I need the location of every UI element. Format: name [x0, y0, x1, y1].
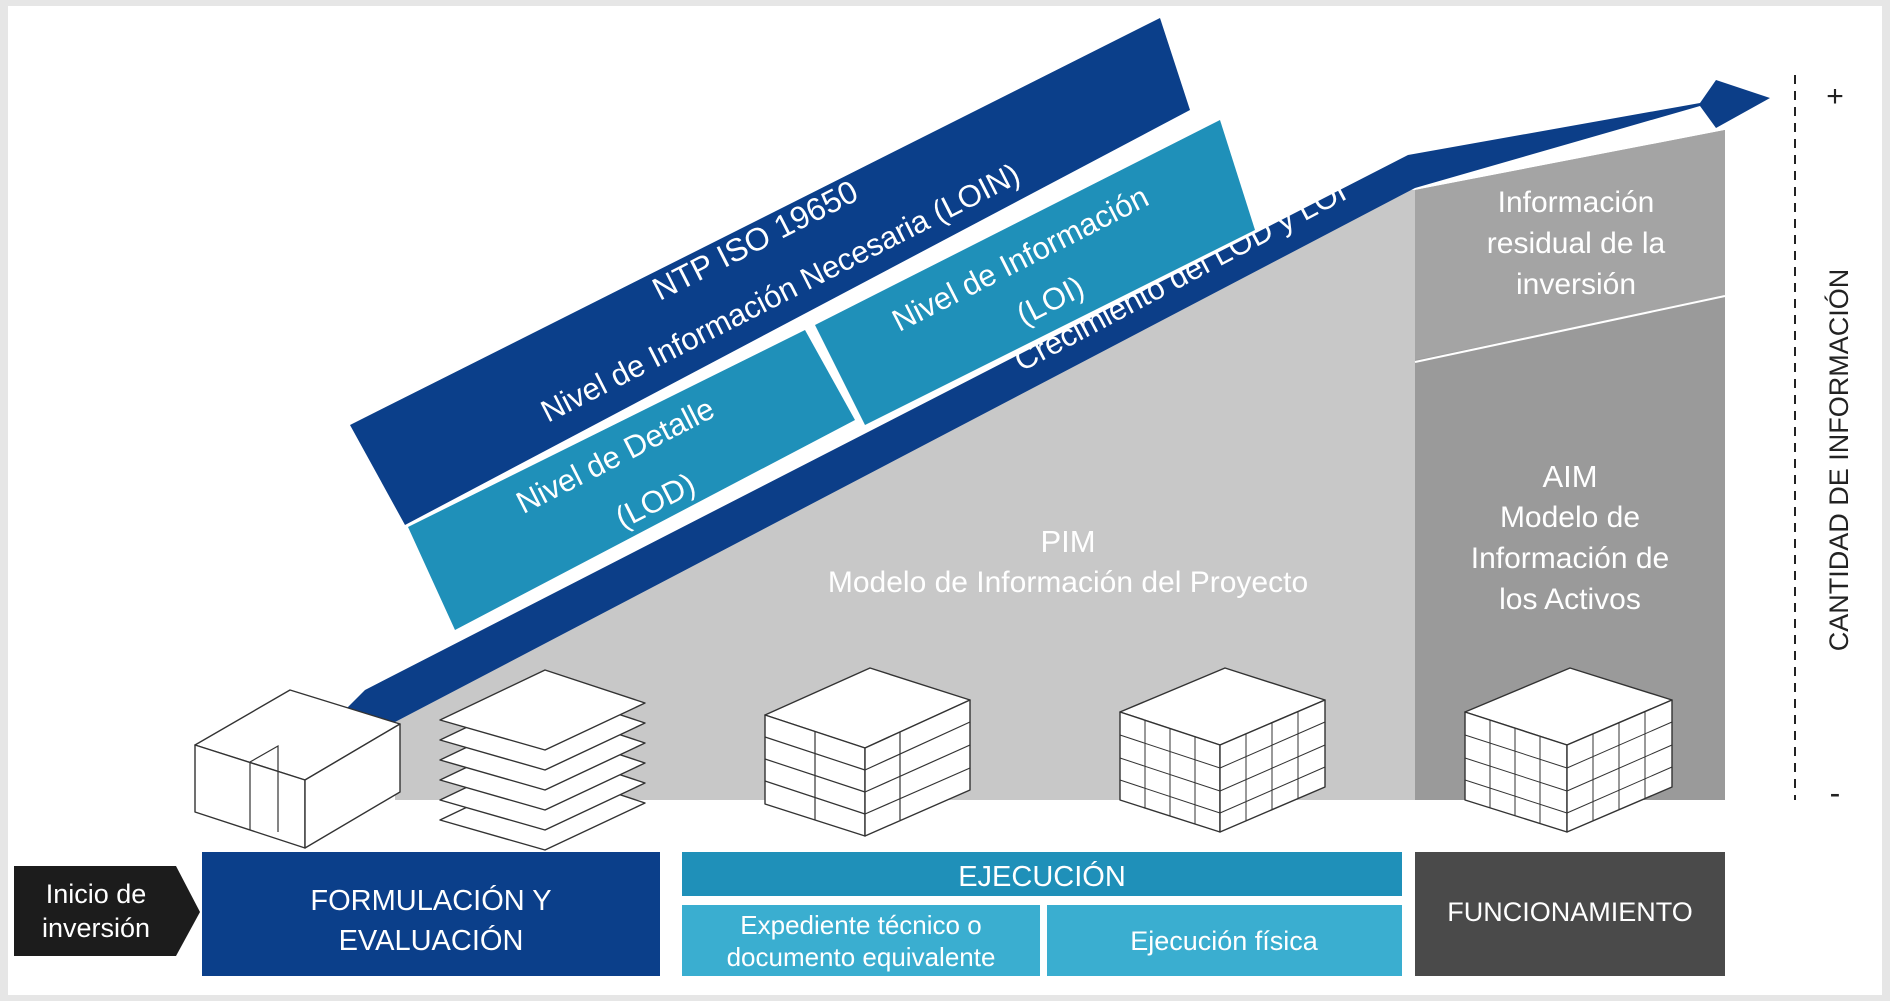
expediente-line2: documento equivalente [727, 942, 996, 972]
residual-line2: residual de la [1487, 227, 1666, 260]
axis-plus: + [1826, 80, 1844, 113]
building-complete-icon [1464, 667, 1673, 833]
aim-line1: Modelo de [1500, 501, 1640, 534]
phase-funcionamiento: FUNCIONAMIENTO [1415, 852, 1725, 976]
start-line2: inversión [42, 913, 150, 943]
aim-title: AIM [1542, 459, 1597, 494]
pim-subtitle: Modelo de Información del Proyecto [828, 566, 1308, 599]
start-label-box: Inicio de inversión [14, 866, 200, 956]
funcionamiento-title: FUNCIONAMIENTO [1447, 897, 1693, 927]
pim-title: PIM [1040, 524, 1095, 559]
residual-divider [1414, 295, 1726, 363]
aim-line3: los Activos [1499, 583, 1641, 616]
building-block-icon [194, 689, 401, 849]
formulacion-line1: FORMULACIÓN Y [310, 884, 551, 917]
formulacion-line2: EVALUACIÓN [339, 924, 524, 957]
pim-wedge [395, 190, 1415, 800]
ejecucion-fisica: Ejecución física [1130, 926, 1319, 956]
residual-region [1415, 130, 1725, 360]
residual-line3: inversión [1516, 268, 1636, 301]
axis-minus: - [1830, 775, 1841, 811]
building-frame-icon [764, 667, 971, 837]
stacked-floors-icon [439, 669, 646, 851]
ejecucion-title: EJECUCIÓN [958, 860, 1126, 893]
axis-label: CANTIDAD DE INFORMACIÓN [1823, 269, 1854, 652]
start-line1: Inicio de [46, 879, 147, 909]
phase-formulacion: FORMULACIÓN Y EVALUACIÓN [202, 852, 660, 976]
aim-line2: Información de [1471, 542, 1669, 575]
residual-line1: Información [1498, 186, 1655, 219]
phase-ejecucion: EJECUCIÓN Expediente técnico o documento… [682, 852, 1402, 976]
expediente-line1: Expediente técnico o [740, 910, 981, 940]
growth-arrow [345, 80, 1770, 722]
building-facade-icon [1119, 667, 1326, 833]
